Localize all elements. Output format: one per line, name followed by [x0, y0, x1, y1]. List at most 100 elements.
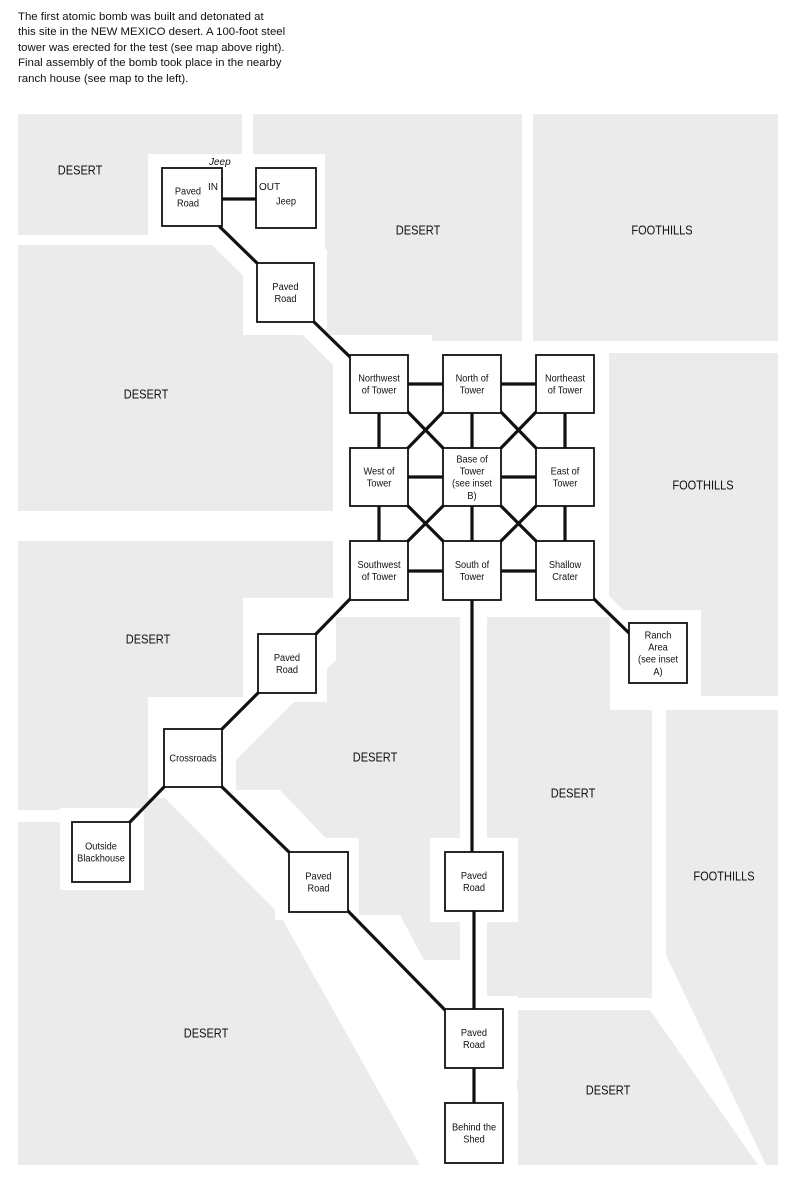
location-label: (see inset — [638, 654, 678, 666]
region-desert-center — [236, 617, 460, 960]
location-label: Tower — [367, 478, 392, 490]
location-cross[interactable]: Crossroads — [163, 728, 223, 788]
region-label: DESERT — [184, 1026, 229, 1041]
terrain-regions — [18, 114, 778, 1165]
intro-line: this site in the NEW MEXICO desert. A 10… — [18, 26, 286, 39]
location-box[interactable] — [535, 447, 595, 507]
location-label: Northeast — [545, 373, 585, 385]
location-label: Tower — [460, 466, 485, 478]
location-label: Paved — [305, 871, 331, 883]
location-box[interactable] — [255, 167, 317, 229]
region-label: FOOTHILLS — [672, 478, 733, 493]
intro-text: The first atomic bomb was built and deto… — [18, 10, 363, 87]
location-box[interactable] — [161, 167, 223, 227]
road-paved2-nw — [311, 319, 352, 359]
location-label: (see inset — [452, 478, 492, 490]
location-label: Road — [276, 665, 298, 677]
road-base-sw — [406, 504, 445, 543]
location-box[interactable] — [288, 851, 349, 913]
road-crater-ranch — [592, 597, 632, 636]
location-label: Tower — [460, 385, 485, 397]
location-label: South of — [455, 560, 490, 572]
location-label: Paved — [272, 282, 298, 294]
region-label: FOOTHILLS — [631, 223, 692, 238]
region-label: DESERT — [126, 632, 171, 647]
jeep-top-label: Jeep — [208, 157, 231, 168]
road-e-s — [499, 504, 538, 543]
region-label: DESERT — [396, 223, 441, 238]
intro-line: Final assembly of the bomb took place in… — [18, 57, 282, 70]
region-foothills-south — [666, 710, 778, 1165]
location-label: Crossroads — [169, 753, 216, 765]
location-box[interactable] — [256, 262, 315, 323]
location-label: Jeep — [276, 196, 296, 208]
region-label: DESERT — [551, 786, 596, 801]
location-label: Shed — [463, 1134, 485, 1146]
location-box[interactable] — [628, 622, 688, 684]
region-desert-southwest — [18, 541, 333, 810]
location-label: Northwest — [358, 373, 400, 385]
road-sw-paved3 — [312, 597, 352, 638]
road-cross-black — [128, 784, 167, 824]
location-label: of Tower — [362, 385, 397, 397]
intro-line: tower was erected for the test (see map … — [18, 41, 285, 54]
region-desert-northwest-lower — [18, 154, 148, 235]
location-box[interactable] — [442, 354, 502, 414]
location-box[interactable] — [535, 354, 595, 414]
location-jeep[interactable]: Jeep — [255, 167, 317, 229]
road-paved4-paved6 — [345, 908, 447, 1012]
location-box[interactable] — [349, 447, 409, 507]
road-network — [128, 197, 632, 1105]
region-label: FOOTHILLS — [693, 869, 754, 884]
location-box[interactable] — [442, 540, 502, 601]
region-desert-south — [18, 798, 420, 1165]
location-box[interactable] — [71, 821, 131, 883]
location-label: B) — [467, 490, 476, 502]
location-label: Road — [463, 883, 485, 895]
location-box[interactable] — [257, 633, 317, 694]
location-box[interactable] — [444, 1008, 504, 1069]
location-label: Paved — [461, 1028, 487, 1040]
location-label: West of — [363, 466, 394, 478]
location-label: Behind the — [452, 1122, 497, 1134]
location-box[interactable] — [349, 354, 409, 414]
location-label: Road — [177, 198, 199, 210]
location-box[interactable] — [444, 851, 504, 912]
region-label: DESERT — [58, 163, 103, 178]
location-label: Tower — [553, 478, 578, 490]
location-box[interactable] — [535, 540, 595, 601]
location-label: Ranch — [645, 630, 672, 642]
location-label: Base of — [456, 454, 488, 466]
road-n-w — [406, 410, 445, 450]
road-paved1-paved2 — [218, 225, 261, 267]
location-label: Area — [648, 642, 668, 654]
location-box[interactable] — [349, 540, 409, 601]
region-desert-southeast-upper — [487, 617, 652, 1045]
region-labels: DESERT DESERT FOOTHILLS DESERT FOOTHILLS… — [58, 163, 755, 1098]
region-desert-southeast — [517, 1010, 758, 1165]
in-label: IN — [208, 182, 218, 193]
location-box[interactable] — [444, 1102, 504, 1164]
location-box[interactable] — [163, 728, 223, 788]
location-box[interactable] — [442, 447, 502, 507]
